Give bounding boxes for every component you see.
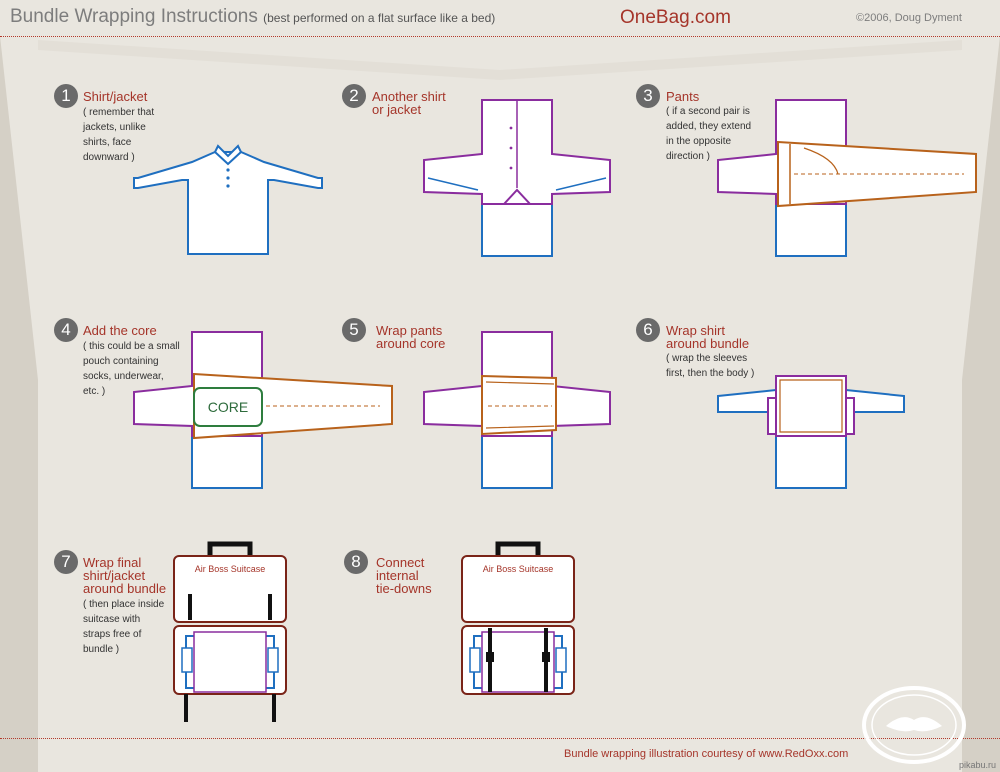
watermark: pikabu.ru bbox=[958, 760, 996, 770]
step-8-label: Connect internal tie-downs bbox=[376, 555, 432, 596]
step-4-number: 4 bbox=[54, 318, 78, 342]
step-4-note: ( this could be a small pouch containing… bbox=[83, 341, 180, 397]
step-7-suitcase-illustration: Air Boss Suitcase bbox=[173, 541, 287, 722]
step-3-number: 3 bbox=[636, 84, 660, 108]
step-5-wrapped-pants-illustration bbox=[423, 331, 611, 489]
copyright: ©2006, Doug Dyment bbox=[856, 12, 962, 24]
header-divider bbox=[0, 36, 1000, 37]
core-label: CORE bbox=[208, 399, 248, 415]
step-8-number: 8 bbox=[344, 550, 368, 574]
step-6-wrapped-shirt-illustration bbox=[717, 375, 905, 489]
step-1-number: 1 bbox=[54, 84, 78, 108]
step-7-case-label: Air Boss Suitcase bbox=[195, 564, 266, 574]
step-5-label: Wrap pants around core bbox=[376, 323, 446, 351]
step-1-label: Shirt/jacket bbox=[83, 89, 148, 104]
footer-divider bbox=[0, 738, 1000, 739]
step-4-core-illustration: CORE bbox=[133, 331, 393, 489]
red-oxx-logo bbox=[862, 686, 966, 764]
title-text: Bundle Wrapping Instructions bbox=[10, 6, 258, 27]
step-6-note: ( wrap the sleeves first, then the body … bbox=[666, 353, 755, 379]
step-6-label: Wrap shirt around bundle bbox=[666, 323, 750, 351]
step-7-note: ( then place inside suitcase with straps… bbox=[83, 599, 165, 655]
step-1-note: ( remember that jackets, unlike shirts, … bbox=[83, 107, 155, 163]
step-3-pants-illustration bbox=[717, 99, 977, 257]
step-3-label: Pants bbox=[666, 89, 700, 104]
page-title: Bundle Wrapping Instructions (best perfo… bbox=[10, 6, 495, 28]
step-3-note: ( if a second pair is added, they extend… bbox=[666, 106, 752, 162]
step-5-number: 5 bbox=[342, 318, 366, 342]
step-6-number: 6 bbox=[636, 318, 660, 342]
step-7-label: Wrap final shirt/jacket around bundle bbox=[83, 555, 167, 596]
step-1-shirt-illustration bbox=[133, 144, 323, 255]
step-2-shirts-illustration bbox=[423, 99, 611, 257]
step-8-suitcase-illustration: Air Boss Suitcase bbox=[461, 541, 575, 695]
title-subtitle: (best performed on a flat surface like a… bbox=[263, 11, 496, 25]
header: Bundle Wrapping Instructions (best perfo… bbox=[0, 0, 1000, 36]
step-2-number: 2 bbox=[342, 84, 366, 108]
credit-text: Bundle wrapping illustration courtesy of… bbox=[564, 748, 849, 760]
step-4-label: Add the core bbox=[83, 323, 157, 338]
step-7-number: 7 bbox=[54, 550, 78, 574]
step-8-case-label: Air Boss Suitcase bbox=[483, 564, 554, 574]
step-2-label: Another shirt or jacket bbox=[372, 89, 446, 117]
site-name: OneBag.com bbox=[620, 7, 731, 28]
